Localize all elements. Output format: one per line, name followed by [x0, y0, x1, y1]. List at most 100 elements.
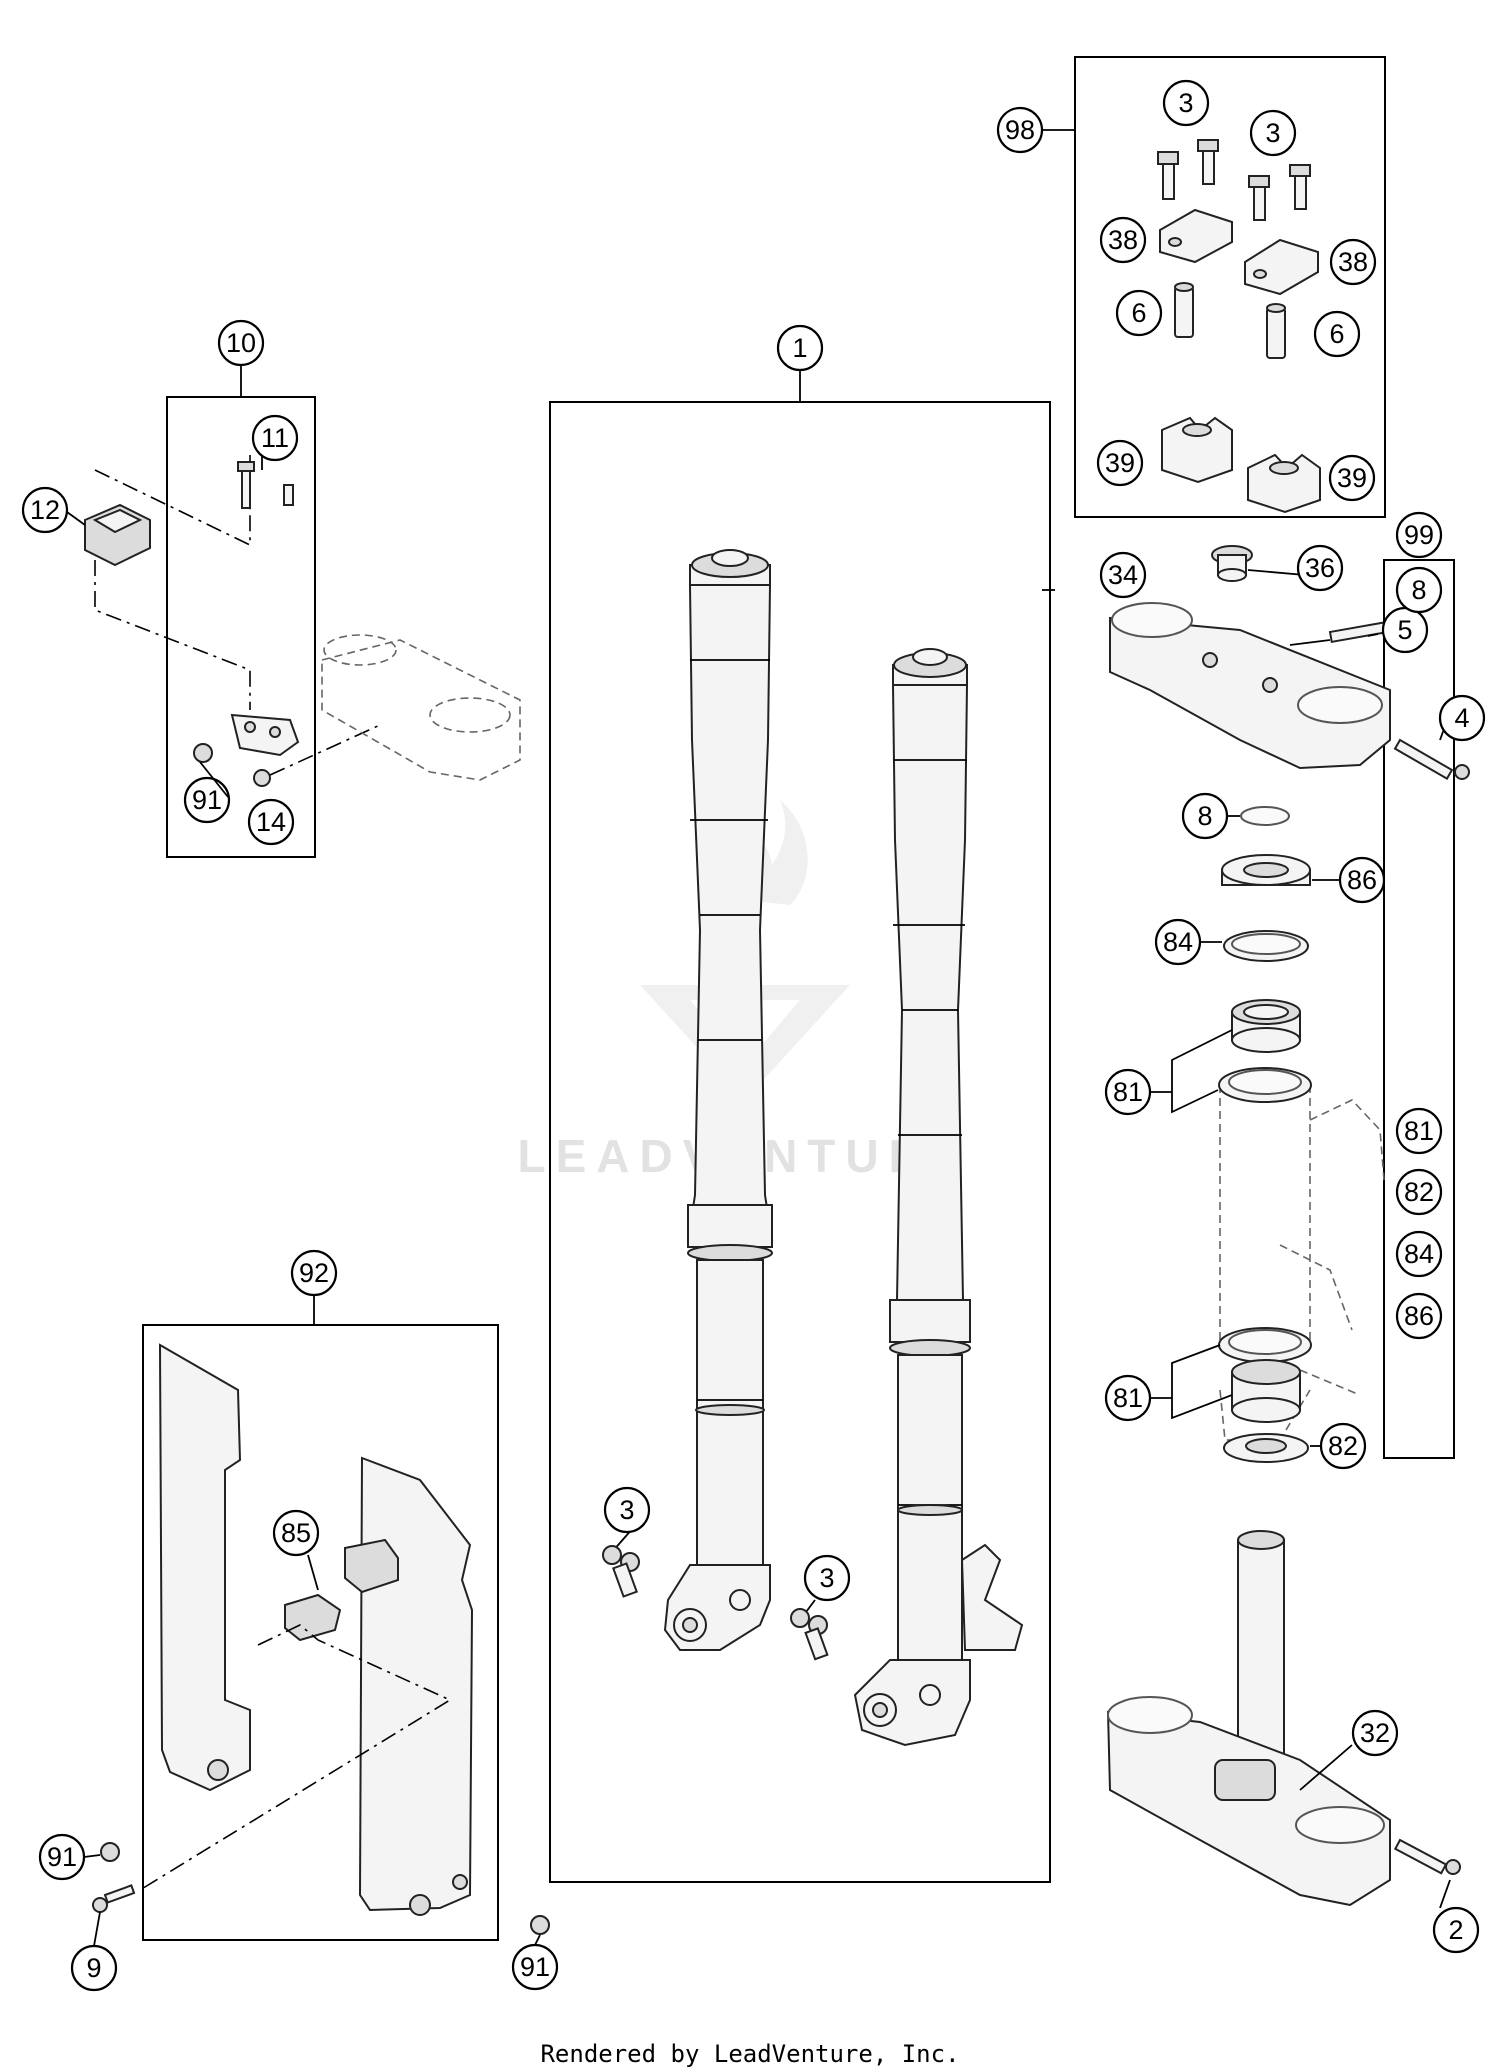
- steering-stem-nut: [1211, 545, 1253, 582]
- svg-text:38: 38: [1108, 225, 1138, 255]
- callout-91-bottom[interactable]: 91: [511, 1943, 559, 1991]
- callout-3-kit-a[interactable]: 3: [1162, 79, 1210, 127]
- svg-text:86: 86: [1404, 1301, 1434, 1331]
- callout-98[interactable]: 98: [996, 106, 1044, 154]
- callout-8[interactable]: 8: [1181, 792, 1229, 840]
- callout-32[interactable]: 32: [1351, 1709, 1399, 1757]
- callout-38-a[interactable]: 38: [1099, 216, 1147, 264]
- svg-text:91: 91: [520, 1952, 550, 1982]
- svg-text:82: 82: [1404, 1177, 1434, 1207]
- svg-text:84: 84: [1163, 927, 1193, 957]
- svg-text:3: 3: [819, 1563, 834, 1593]
- svg-text:8: 8: [1197, 801, 1212, 831]
- upper-bar-clamps: [1159, 208, 1319, 296]
- fork-pinch-screws-right: [790, 1599, 829, 1661]
- callout-39-b[interactable]: 39: [1328, 454, 1376, 502]
- callout-5[interactable]: 5: [1381, 606, 1429, 654]
- left-fork-guard: [158, 1343, 251, 1792]
- handlebar-clamp-kit-box: [1074, 56, 1386, 518]
- callout-6-a[interactable]: 6: [1115, 289, 1163, 337]
- kit-screws: [1157, 139, 1311, 221]
- fork-pinch-screws-left: [602, 1519, 641, 1598]
- lower-bearing: [1231, 1359, 1301, 1423]
- svg-text:39: 39: [1105, 448, 1135, 478]
- upper-bearing-race: [1218, 1067, 1312, 1103]
- top-clamp-ghost: [321, 634, 521, 781]
- callout-kit99-81[interactable]: 81: [1395, 1107, 1443, 1155]
- left-fork-leg: [663, 549, 774, 1651]
- callout-34[interactable]: 34: [1099, 551, 1147, 599]
- svg-text:6: 6: [1131, 298, 1146, 328]
- svg-text:91: 91: [47, 1842, 77, 1872]
- clamp-bushings: [1174, 282, 1286, 359]
- callout-91-guard[interactable]: 91: [38, 1833, 86, 1881]
- bracket-screws: [237, 461, 294, 509]
- callout-3-fork-right[interactable]: 3: [803, 1554, 851, 1602]
- svg-text:39: 39: [1337, 463, 1367, 493]
- callout-91-bracket[interactable]: 91: [183, 776, 231, 824]
- callout-38-b[interactable]: 38: [1329, 238, 1377, 286]
- callout-1[interactable]: 1: [776, 324, 824, 372]
- callout-92[interactable]: 92: [290, 1249, 338, 1297]
- guard-clamp: [284, 1538, 399, 1642]
- callout-11[interactable]: 11: [251, 414, 299, 462]
- callout-6-b[interactable]: 6: [1313, 310, 1361, 358]
- callout-kit99-86[interactable]: 86: [1395, 1292, 1443, 1340]
- callout-14[interactable]: 14: [247, 798, 295, 846]
- svg-text:1: 1: [792, 333, 807, 363]
- svg-text:3: 3: [1265, 118, 1280, 148]
- svg-text:81: 81: [1404, 1116, 1434, 1146]
- lower-bearing-race: [1218, 1327, 1312, 1363]
- callout-3-kit-b[interactable]: 3: [1249, 109, 1297, 157]
- svg-text:14: 14: [256, 807, 286, 837]
- svg-text:4: 4: [1454, 703, 1469, 733]
- callout-9[interactable]: 9: [70, 1944, 118, 1992]
- svg-text:36: 36: [1305, 553, 1335, 583]
- svg-text:85: 85: [281, 1518, 311, 1548]
- callout-2[interactable]: 2: [1432, 1906, 1480, 1954]
- callout-kit99-82[interactable]: 82: [1395, 1168, 1443, 1216]
- svg-text:98: 98: [1005, 115, 1035, 145]
- display-unit: [84, 503, 151, 567]
- svg-text:82: 82: [1328, 1431, 1358, 1461]
- callout-99[interactable]: 99: [1395, 511, 1443, 559]
- o-ring-part: [1240, 806, 1290, 826]
- callout-82[interactable]: 82: [1319, 1422, 1367, 1470]
- svg-text:91: 91: [192, 785, 222, 815]
- svg-text:11: 11: [261, 423, 289, 453]
- svg-text:12: 12: [30, 495, 60, 525]
- svg-text:5: 5: [1397, 615, 1412, 645]
- svg-text:38: 38: [1338, 247, 1368, 277]
- bottom-triple-clamp: [1106, 1530, 1461, 1907]
- callout-12[interactable]: 12: [21, 486, 69, 534]
- dust-seal-upper: [1221, 854, 1311, 886]
- svg-text:10: 10: [226, 328, 256, 358]
- lower-dust-seal: [1223, 1433, 1309, 1463]
- right-fork-leg: [853, 648, 1024, 1747]
- callout-3-fork-left[interactable]: 3: [603, 1486, 651, 1534]
- fork-guard-kit-box: [142, 1324, 499, 1941]
- upper-bearing: [1231, 999, 1301, 1053]
- callout-kit99-8[interactable]: 8: [1395, 566, 1443, 614]
- callout-85[interactable]: 85: [272, 1509, 320, 1557]
- svg-text:81: 81: [1113, 1383, 1143, 1413]
- top-triple-clamp: [1109, 602, 1470, 781]
- callout-kit99-84[interactable]: 84: [1395, 1230, 1443, 1278]
- callout-36[interactable]: 36: [1296, 544, 1344, 592]
- svg-text:6: 6: [1329, 319, 1344, 349]
- svg-text:9: 9: [86, 1953, 101, 1983]
- callout-39-a[interactable]: 39: [1096, 439, 1144, 487]
- svg-text:84: 84: [1404, 1239, 1434, 1269]
- callout-4[interactable]: 4: [1438, 694, 1486, 742]
- callout-81-upper[interactable]: 81: [1104, 1068, 1152, 1116]
- callout-10[interactable]: 10: [217, 319, 265, 367]
- svg-text:8: 8: [1411, 575, 1426, 605]
- svg-text:92: 92: [299, 1258, 329, 1288]
- right-fork-guard: [358, 1456, 474, 1916]
- callout-84[interactable]: 84: [1154, 918, 1202, 966]
- callout-86[interactable]: 86: [1338, 856, 1386, 904]
- svg-text:32: 32: [1360, 1718, 1390, 1748]
- speedo-bracket: [230, 713, 300, 757]
- callout-81-lower[interactable]: 81: [1104, 1374, 1152, 1422]
